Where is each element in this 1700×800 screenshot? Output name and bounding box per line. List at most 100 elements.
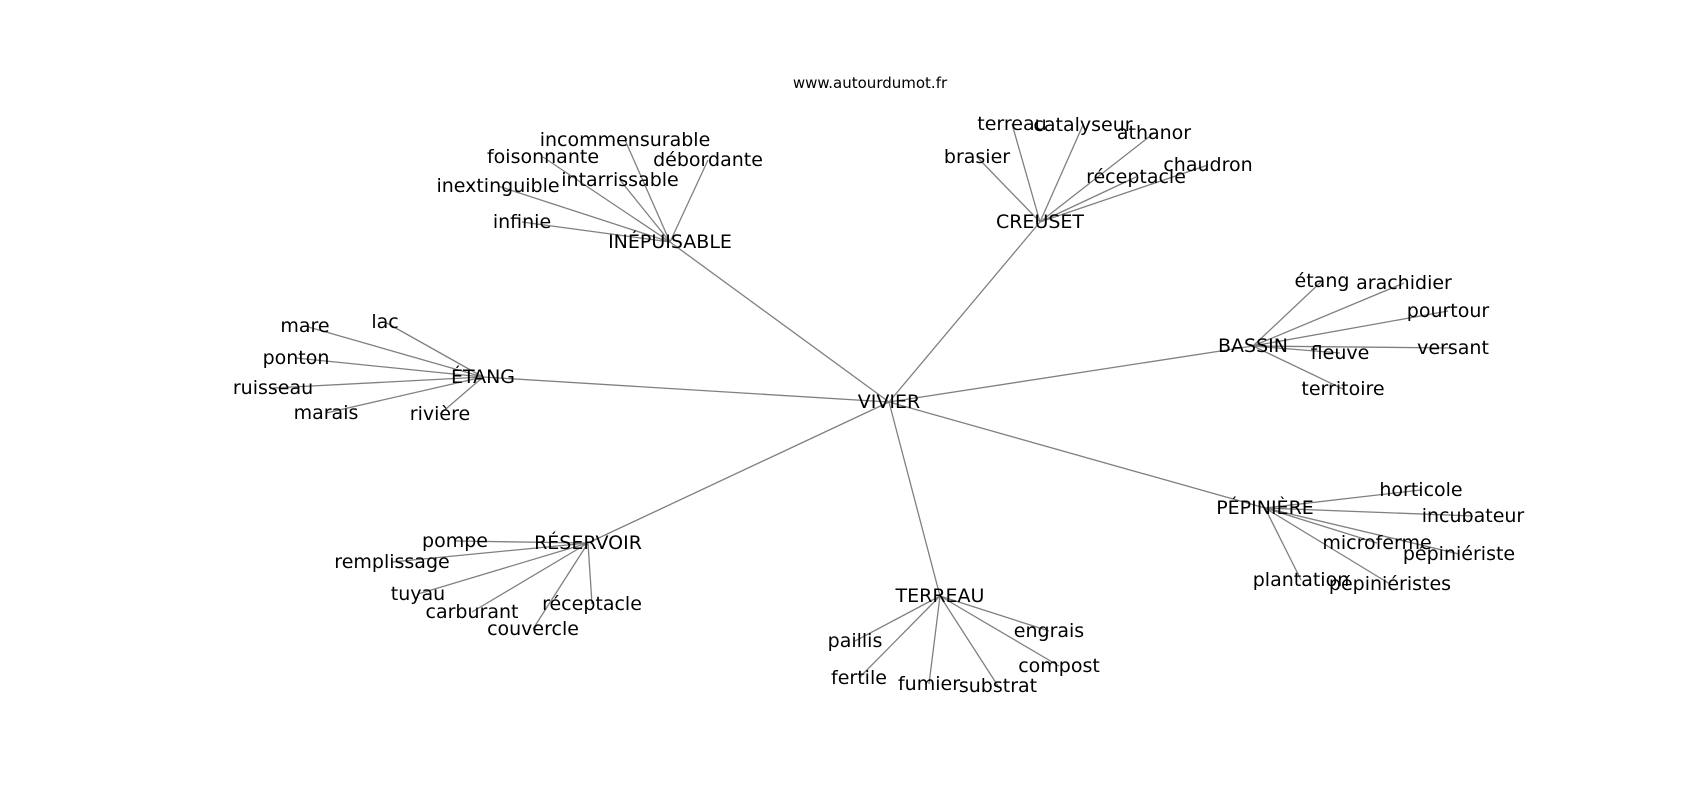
leaf-edge xyxy=(1264,507,1474,517)
leaf-node: foisonnante xyxy=(487,146,599,168)
leaf-node: pompe xyxy=(422,530,488,552)
leaf-edge xyxy=(439,376,484,415)
leaf-node: pépiniériste xyxy=(1403,543,1515,565)
leaf-edge xyxy=(939,595,1060,667)
leaf-node: terreau xyxy=(977,113,1046,135)
leaf-edge xyxy=(391,542,589,563)
leaf-edge xyxy=(325,376,484,414)
leaf-node: incommensurable xyxy=(540,129,711,151)
leaf-edge xyxy=(669,159,709,243)
cluster-node: ÉTANG xyxy=(451,365,515,388)
leaf-node: athanor xyxy=(1117,122,1191,144)
leaf-node: ruisseau xyxy=(233,377,313,399)
leaf-edge xyxy=(624,139,671,243)
leaf-edge xyxy=(1264,507,1378,544)
leaf-node: fertile xyxy=(831,667,887,689)
leaf-node: fleuve xyxy=(1311,342,1370,364)
cluster-node: PÉPINIÈRE xyxy=(1216,496,1314,519)
leaf-node: engrais xyxy=(1014,620,1084,642)
graph-nodes: VIVIER INÉPUISABLE incommensurablefoisonna… xyxy=(233,113,1525,697)
leaf-node: catalyseur xyxy=(1033,114,1132,136)
leaf-node: carburant xyxy=(426,601,519,623)
leaf-edge xyxy=(304,325,484,378)
leaf-edge xyxy=(854,595,941,642)
source-label: www.autourdumot.fr xyxy=(793,74,948,92)
leaf-edge xyxy=(1039,176,1137,223)
leaf-node: débordante xyxy=(653,149,763,171)
leaf-edge xyxy=(928,595,941,685)
leaf-edge xyxy=(1264,507,1460,555)
leaf-edge xyxy=(1039,132,1155,223)
leaf-node: tuyau xyxy=(391,583,445,605)
leaf-edge xyxy=(1252,345,1454,349)
leaf-node: lac xyxy=(371,311,398,333)
leaf-node: pépiniéristes xyxy=(1329,573,1451,595)
root-edge xyxy=(888,401,941,597)
graph-edges xyxy=(272,123,1474,687)
leaf-edge xyxy=(417,542,589,595)
cluster-node: CREUSET xyxy=(996,211,1084,233)
leaf-node: chaudron xyxy=(1163,154,1252,176)
cluster-node: BASSIN xyxy=(1218,335,1288,357)
root-edge xyxy=(888,221,1041,403)
leaf-edge xyxy=(1039,124,1084,223)
leaf-node: brasier xyxy=(944,146,1010,168)
leaf-edge xyxy=(1039,164,1209,223)
leaf-edge xyxy=(295,357,484,378)
leaf-node: incubateur xyxy=(1422,505,1525,527)
root-edge xyxy=(482,376,890,403)
leaf-edge xyxy=(1264,489,1422,509)
leaf-node: versant xyxy=(1417,337,1489,359)
leaf-node: paillis xyxy=(828,630,883,652)
leaf-node: intarrissable xyxy=(561,169,678,191)
leaf-edge xyxy=(1011,123,1041,223)
root-edge xyxy=(587,401,890,544)
root-edge xyxy=(888,345,1254,403)
cluster-node: TERREAU xyxy=(895,585,985,607)
leaf-node: étang xyxy=(1295,270,1350,292)
leaf-edge xyxy=(532,542,589,630)
leaf-edge xyxy=(471,542,589,613)
root-node: VIVIER xyxy=(858,391,920,413)
root-edge xyxy=(669,241,890,403)
leaf-node: substrat xyxy=(959,675,1037,697)
leaf-edge xyxy=(1252,282,1405,347)
leaf-edge xyxy=(521,221,671,243)
leaf-edge xyxy=(1252,345,1344,390)
leaf-edge xyxy=(497,185,671,243)
leaf-node: rivière xyxy=(410,403,470,425)
leaf-node: pourtour xyxy=(1407,300,1490,322)
leaf-edge xyxy=(619,179,671,243)
cluster-node: INÉPUISABLE xyxy=(608,230,732,253)
leaf-node: remplissage xyxy=(334,551,449,573)
leaf-node: inextinguible xyxy=(436,175,559,197)
leaf-node: territoire xyxy=(1301,378,1384,400)
leaf-edge xyxy=(1252,310,1449,347)
leaf-edge xyxy=(384,321,484,378)
leaf-node: ponton xyxy=(263,347,330,369)
leaf-node: microferme xyxy=(1322,532,1431,554)
leaf-node: compost xyxy=(1018,655,1100,677)
leaf-edge xyxy=(587,542,593,605)
leaf-edge xyxy=(1252,280,1323,347)
leaf-edge xyxy=(976,156,1041,223)
leaf-node: couvercle xyxy=(487,618,579,640)
leaf-node: horticole xyxy=(1379,479,1462,501)
leaf-edge xyxy=(939,595,1050,632)
leaf-edge xyxy=(1264,507,1391,585)
leaf-node: réceptacle xyxy=(542,593,642,615)
leaf-edge xyxy=(272,376,484,389)
leaf-edge xyxy=(1264,507,1302,581)
leaf-edge xyxy=(858,595,941,679)
cluster-node: RÉSERVOIR xyxy=(534,531,642,554)
leaf-edge xyxy=(1252,345,1341,354)
leaf-node: plantation xyxy=(1253,569,1350,591)
leaf-node: marais xyxy=(294,402,359,424)
leaf-edge xyxy=(542,156,671,243)
leaf-node: infinie xyxy=(493,211,551,233)
leaf-edge xyxy=(454,540,589,544)
root-edge xyxy=(888,401,1266,509)
leaf-node: réceptacle xyxy=(1086,166,1186,188)
leaf-node: arachidier xyxy=(1356,272,1452,294)
